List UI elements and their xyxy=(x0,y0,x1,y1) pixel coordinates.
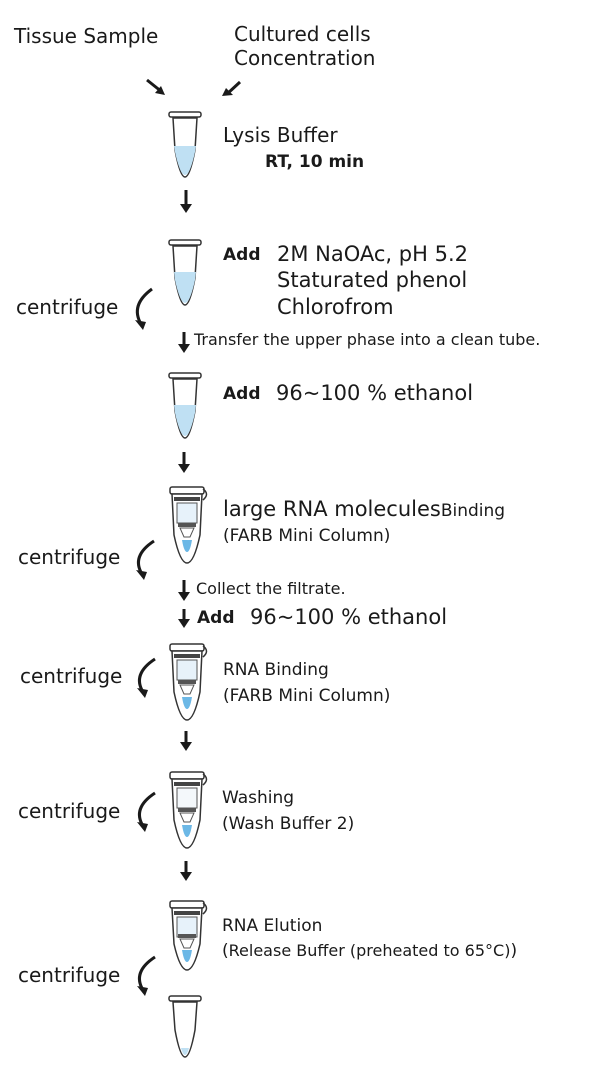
tube-lysis xyxy=(168,111,202,178)
step2-centrifuge: centrifuge xyxy=(16,295,119,319)
step7-buffer: (Wash Buffer 2) xyxy=(222,814,355,834)
step6-title: RNA Binding xyxy=(223,660,329,680)
centrifuge-arrow xyxy=(135,287,153,325)
step8-buffer-line: (Release Buffer (preheated to 65°C)) xyxy=(222,943,517,960)
step4-title-main: large RNA molecules xyxy=(223,497,441,521)
input-cultured-cells: Cultured cells xyxy=(234,22,371,46)
step1-reagent: Lysis Buffer xyxy=(223,123,338,147)
step8-buffer: Release Buffer (preheated to 65°C) xyxy=(228,941,511,960)
step8-paren-close: ) xyxy=(510,941,518,961)
tube-column-rna-binding xyxy=(169,643,208,721)
step2-line1: 2M NaOAc, pH 5.2 xyxy=(277,242,468,266)
centrifuge-arrow xyxy=(138,791,156,827)
tube-column-elution xyxy=(169,900,208,971)
step4-centrifuge: centrifuge xyxy=(18,545,121,569)
step2-transfer-note: Transfer the upper phase into a clean tu… xyxy=(194,330,541,349)
step4-column: (FARB Mini Column) xyxy=(223,526,391,546)
step3-add-label: Add xyxy=(223,384,261,404)
tube-phenol xyxy=(168,239,202,306)
step7-centrifuge: centrifuge xyxy=(18,799,121,823)
step6-centrifuge: centrifuge xyxy=(20,664,123,688)
step4-title-suffix: Binding xyxy=(440,501,506,521)
step5-add-label: Add xyxy=(197,608,235,628)
tube-final xyxy=(168,995,202,1058)
step4-note: Collect the filtrate. xyxy=(196,579,346,598)
step8-title: RNA Elution xyxy=(222,916,323,936)
input-concentration: Concentration xyxy=(234,46,376,70)
centrifuge-arrow xyxy=(138,657,156,693)
step6-column: (FARB Mini Column) xyxy=(223,686,391,706)
step8-paren-open: ( xyxy=(222,941,229,961)
step1-condition: RT, 10 min xyxy=(265,152,365,172)
tube-ethanol xyxy=(168,372,202,439)
step2-line3: Chlorofrom xyxy=(277,295,394,319)
step7-title: Washing xyxy=(222,788,295,808)
step3-reagent: 96~100 % ethanol xyxy=(276,381,474,405)
tube-column-washing xyxy=(169,771,208,849)
input-tissue-sample: Tissue Sample xyxy=(14,24,159,48)
step2-add-label: Add xyxy=(223,245,261,265)
centrifuge-arrow xyxy=(138,955,156,991)
step2-line2: Staturated phenol xyxy=(277,268,468,292)
centrifuge-arrow xyxy=(137,539,155,575)
step5-reagent: 96~100 % ethanol xyxy=(250,605,448,629)
step4-title: large RNA moleculesBinding xyxy=(223,499,505,520)
tube-column-large-rna xyxy=(169,486,208,564)
step8-centrifuge: centrifuge xyxy=(18,963,121,987)
